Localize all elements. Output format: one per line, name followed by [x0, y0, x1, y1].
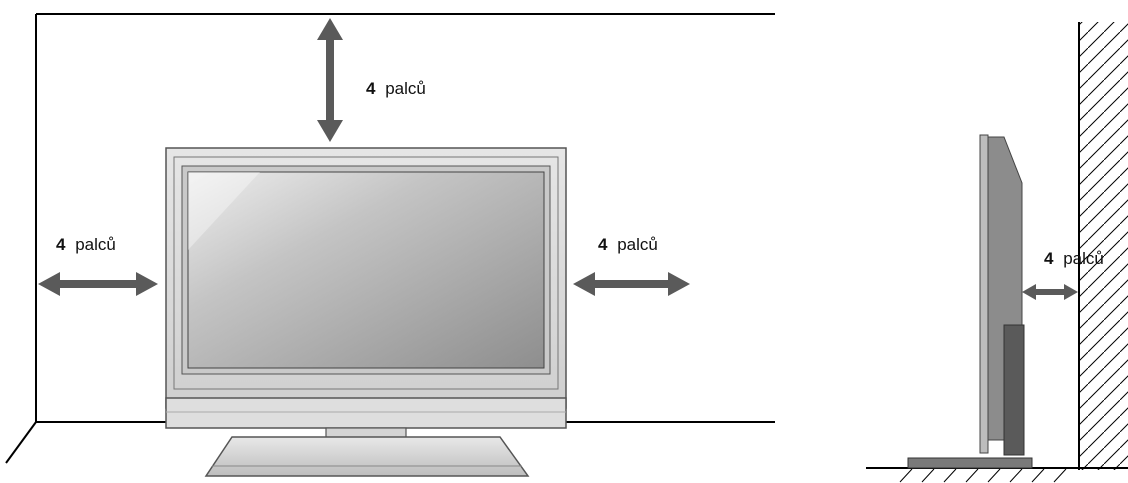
- right-clearance-label: 4 palců: [598, 235, 658, 254]
- tv-front-view: [165, 147, 567, 477]
- side-view: [866, 22, 1128, 483]
- floor-hatch: [899, 468, 1067, 483]
- tv-inner-frame: [173, 156, 559, 390]
- top-clearance-label: 4 palců: [366, 79, 426, 98]
- left-clearance-arrow: [38, 272, 158, 296]
- side-clearance-unit: palců: [1063, 249, 1104, 268]
- tv-screen: [187, 171, 545, 369]
- left-clearance-label: 4 palců: [56, 235, 116, 254]
- floor-corner-edge: [5, 421, 37, 464]
- tv-side-stand-neck: [1003, 324, 1025, 456]
- top-clearance-number: 4: [366, 79, 376, 98]
- left-clearance-unit: palců: [75, 235, 116, 254]
- right-clearance-number: 4: [598, 235, 608, 254]
- side-clearance-number: 4: [1044, 249, 1054, 268]
- right-clearance-arrow: [573, 272, 690, 296]
- tv-side-stand-base: [907, 457, 1033, 469]
- tv-side-screen: [979, 134, 989, 454]
- hatched-wall: [1079, 22, 1128, 470]
- top-clearance-arrow: [317, 18, 343, 142]
- side-clearance-label: 4 palců: [1044, 249, 1104, 268]
- tv-stand-base: [204, 436, 530, 477]
- clearance-arrows: [38, 18, 690, 296]
- screen-reflection: [188, 172, 260, 250]
- side-clearance-arrow: [1022, 284, 1078, 300]
- top-clearance-unit: palců: [385, 79, 426, 98]
- left-clearance-number: 4: [56, 235, 66, 254]
- right-clearance-unit: palců: [617, 235, 658, 254]
- tv-speaker-bar: [165, 397, 567, 429]
